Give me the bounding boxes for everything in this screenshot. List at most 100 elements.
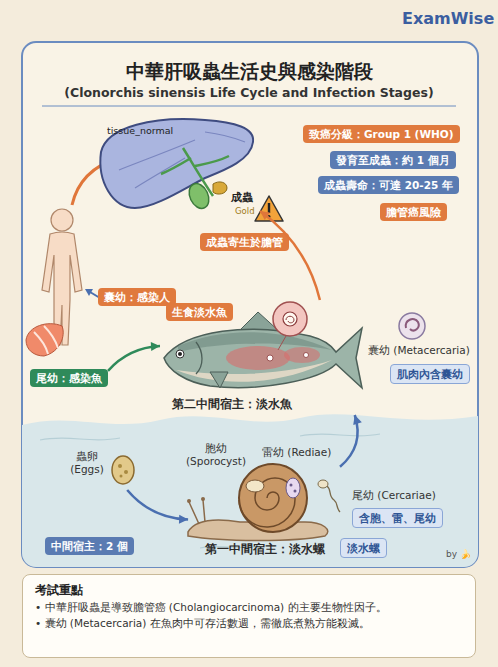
title-rule <box>42 106 456 107</box>
water <box>22 414 478 567</box>
stage-label: 雷幼 (Rediae) <box>262 446 331 459</box>
info-tag: 中間宿主：2 個 <box>45 537 134 555</box>
fish-illustration-part <box>226 346 290 370</box>
snail-illustration-part <box>187 499 191 503</box>
salmon-slice-part <box>34 326 58 354</box>
liver-node: tissue_normal 成蟲Gold <box>95 112 260 222</box>
fish-illustration-part <box>286 316 294 323</box>
egg-illustration-part <box>112 456 134 484</box>
water-part <box>22 414 478 567</box>
node-text: 成蟲 <box>231 190 253 205</box>
salmon-slice <box>26 324 63 356</box>
snail-node: 第一中間宿主：淡水螺 <box>185 462 340 558</box>
warning-triangle-part <box>255 196 283 221</box>
fish-illustration-part <box>273 302 307 336</box>
node-text: 第二中間宿主：淡水魚 <box>172 397 292 412</box>
brand-mark: ExamWise <box>402 9 494 29</box>
node-text: 肌肉內含囊幼 <box>397 368 463 380</box>
subtitle: (Clonorchis sinensis Life Cycle and Infe… <box>0 85 498 101</box>
snail-illustration-part <box>201 497 205 501</box>
frame <box>22 42 478 567</box>
infection-arrow-part <box>85 289 93 296</box>
node-text: 成蟲寄生於膽管 <box>206 236 283 248</box>
flow-arrow <box>340 415 362 467</box>
info-tag: 致癌分級：Group 1 (WHO) <box>303 125 460 143</box>
node-text: Gold <box>235 206 255 216</box>
node-text: 尾幼：感染魚 <box>36 372 102 384</box>
info-tag: 成蟲壽命：可達 20-25 年 <box>318 176 459 194</box>
info-tag: 囊幼：感染人 <box>98 288 176 306</box>
node-text: 含胞、雷、尾幼 <box>359 512 436 524</box>
info-tag: 膽管癌風險 <box>380 203 447 221</box>
stage-label: 胞幼 (Sporocyst) <box>180 442 252 468</box>
flow-arrow <box>127 490 188 524</box>
arrow-line <box>340 415 358 467</box>
arrow-head <box>353 415 362 425</box>
egg-illustration-part <box>120 475 123 478</box>
flow-arrow <box>108 342 160 371</box>
snail-illustration-part <box>239 464 307 532</box>
fish-illustration-part <box>164 328 362 388</box>
egg-illustration-part <box>124 470 128 474</box>
node-text: 第一中間宿主：淡水螺 <box>205 542 325 557</box>
node-text: tissue_normal <box>107 125 173 136</box>
node-text: 膽管癌風險 <box>386 206 441 218</box>
warning-triangle-part <box>268 203 270 213</box>
liver-illustration-part <box>119 132 245 188</box>
stage-label: 尾幼 (Cercariae) <box>352 489 436 502</box>
snail-illustration-part <box>189 500 205 524</box>
node-text: 發育至成蟲：約 1 個月 <box>336 154 450 166</box>
info-tag: 生食淡水魚 <box>166 303 233 321</box>
warning-triangle-part <box>268 215 271 218</box>
cercaria-icon-part <box>327 486 340 512</box>
fish-illustration-part <box>178 352 182 356</box>
fish-illustration-part <box>283 312 297 326</box>
metacercaria-icon <box>399 313 425 339</box>
node-text: 考試重點 <box>35 581 463 599</box>
node-text: 致癌分級：Group 1 (WHO) <box>309 128 454 140</box>
liver-illustration-part <box>185 180 212 211</box>
metacercaria-icon-part <box>406 319 419 330</box>
diagram-title: 中華肝吸蟲生活史與感染階段 <box>0 59 498 83</box>
snail-illustration-part <box>290 484 293 487</box>
flow-arrow <box>260 211 320 300</box>
node-text: 囊幼：感染人 <box>104 291 170 303</box>
fish-illustration-part <box>210 372 228 388</box>
info-tag: 成蟲寄生於膽管 <box>200 233 289 251</box>
fish-illustration-part <box>284 347 320 363</box>
arrow-head <box>179 515 188 524</box>
water-part <box>40 434 380 548</box>
egg-node: 蟲卵 (Eggs) <box>66 446 138 490</box>
fish-illustration-part <box>304 353 309 358</box>
salmon-slice-part <box>26 324 63 356</box>
stage-label: 囊幼 (Metacercaria) <box>368 344 470 357</box>
node-text: 生食淡水魚 <box>172 306 227 318</box>
info-tag: 發育至成蟲：約 1 個月 <box>330 151 456 169</box>
arrow-head <box>260 211 270 220</box>
fish-illustration-part <box>196 342 202 374</box>
arrow-line <box>127 490 188 520</box>
node-text: 成蟲壽命：可達 20-25 年 <box>324 179 453 191</box>
arrow-head <box>151 342 160 351</box>
credit: by 🍌 <box>446 548 471 561</box>
human-figure-part <box>51 209 73 231</box>
arrow-line <box>260 211 320 300</box>
node-text: 中間宿主：2 個 <box>51 540 128 552</box>
cercaria-icon <box>318 480 340 512</box>
arrow-line <box>108 346 160 371</box>
node-text: 蟲卵 (Eggs) <box>66 450 108 476</box>
node-text: • 囊幼 (Metacercaria) 在魚肉中可存活數週，需徹底煮熟方能殺滅。 <box>35 615 463 631</box>
snail-illustration-part <box>294 490 297 493</box>
node-text: 淡水螺 <box>347 542 380 554</box>
fish-illustration-part <box>267 355 273 361</box>
metacercaria-icon-part <box>399 313 425 339</box>
fish-illustration-part <box>278 336 286 350</box>
snail-illustration-part <box>286 478 300 498</box>
liver-illustration-part <box>213 182 227 194</box>
key-points-box: 考試重點• 中華肝吸蟲是導致膽管癌 (Cholangiocarcinoma) 的… <box>22 574 476 658</box>
fish-illustration-part <box>176 350 184 358</box>
egg-illustration-part <box>118 464 122 468</box>
warning-triangle <box>255 196 283 221</box>
